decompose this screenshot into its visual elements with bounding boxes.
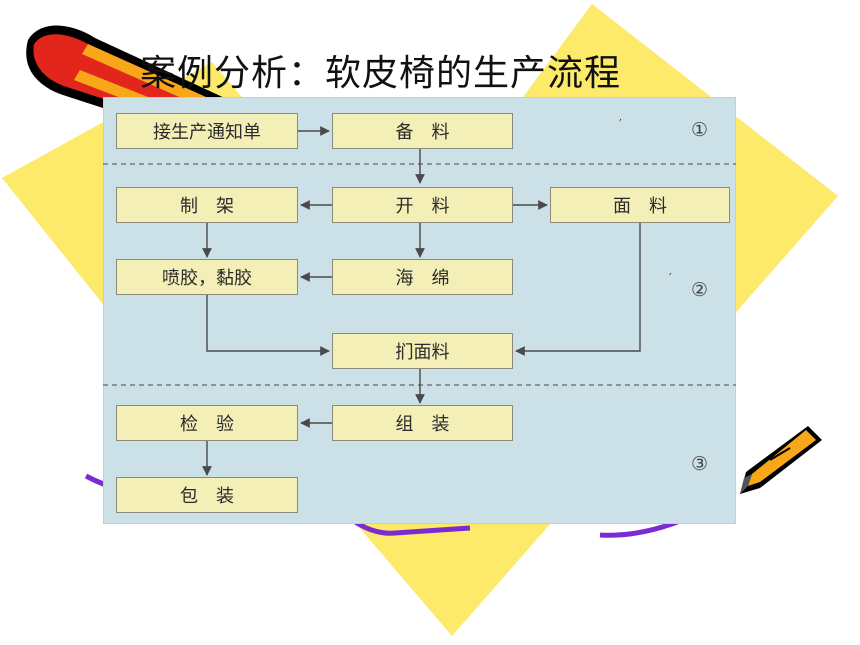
step-spray-glue: 喷胶，黏胶 <box>116 259 298 295</box>
pencil-icon <box>740 426 822 494</box>
scan-mark-2: ′ <box>669 271 672 285</box>
step-cover-material: 面 料 <box>550 187 730 223</box>
step-sponge: 海 绵 <box>332 259 513 295</box>
stage-marker-3: ③ <box>691 453 709 475</box>
stage-marker-2: ② <box>691 279 709 301</box>
step-upholster: 扪面料 <box>332 333 513 369</box>
step-assemble: 组 装 <box>332 405 513 441</box>
step-inspect: 检 验 <box>116 405 298 441</box>
slide-title: 案例分析：软皮椅的生产流程 <box>140 53 622 94</box>
step-make-frame: 制 架 <box>116 187 298 223</box>
arrow-glue-upholster <box>206 295 330 356</box>
step-cut-materials: 开 料 <box>332 187 513 223</box>
flowchart-panel: 接生产通知单 备 料 制 架 开 料 面 料 喷胶，黏胶 海 绵 扪面料 检 验… <box>103 97 736 524</box>
step-receive-notice: 接生产通知单 <box>116 113 298 149</box>
flowchart-connectors <box>103 126 736 476</box>
step-prepare-materials: 备 料 <box>332 113 513 149</box>
scan-mark-1: ′ <box>619 117 622 131</box>
arrow-cover-upholster <box>515 223 641 356</box>
stage-marker-1: ① <box>691 119 709 141</box>
step-pack: 包 装 <box>116 477 298 513</box>
